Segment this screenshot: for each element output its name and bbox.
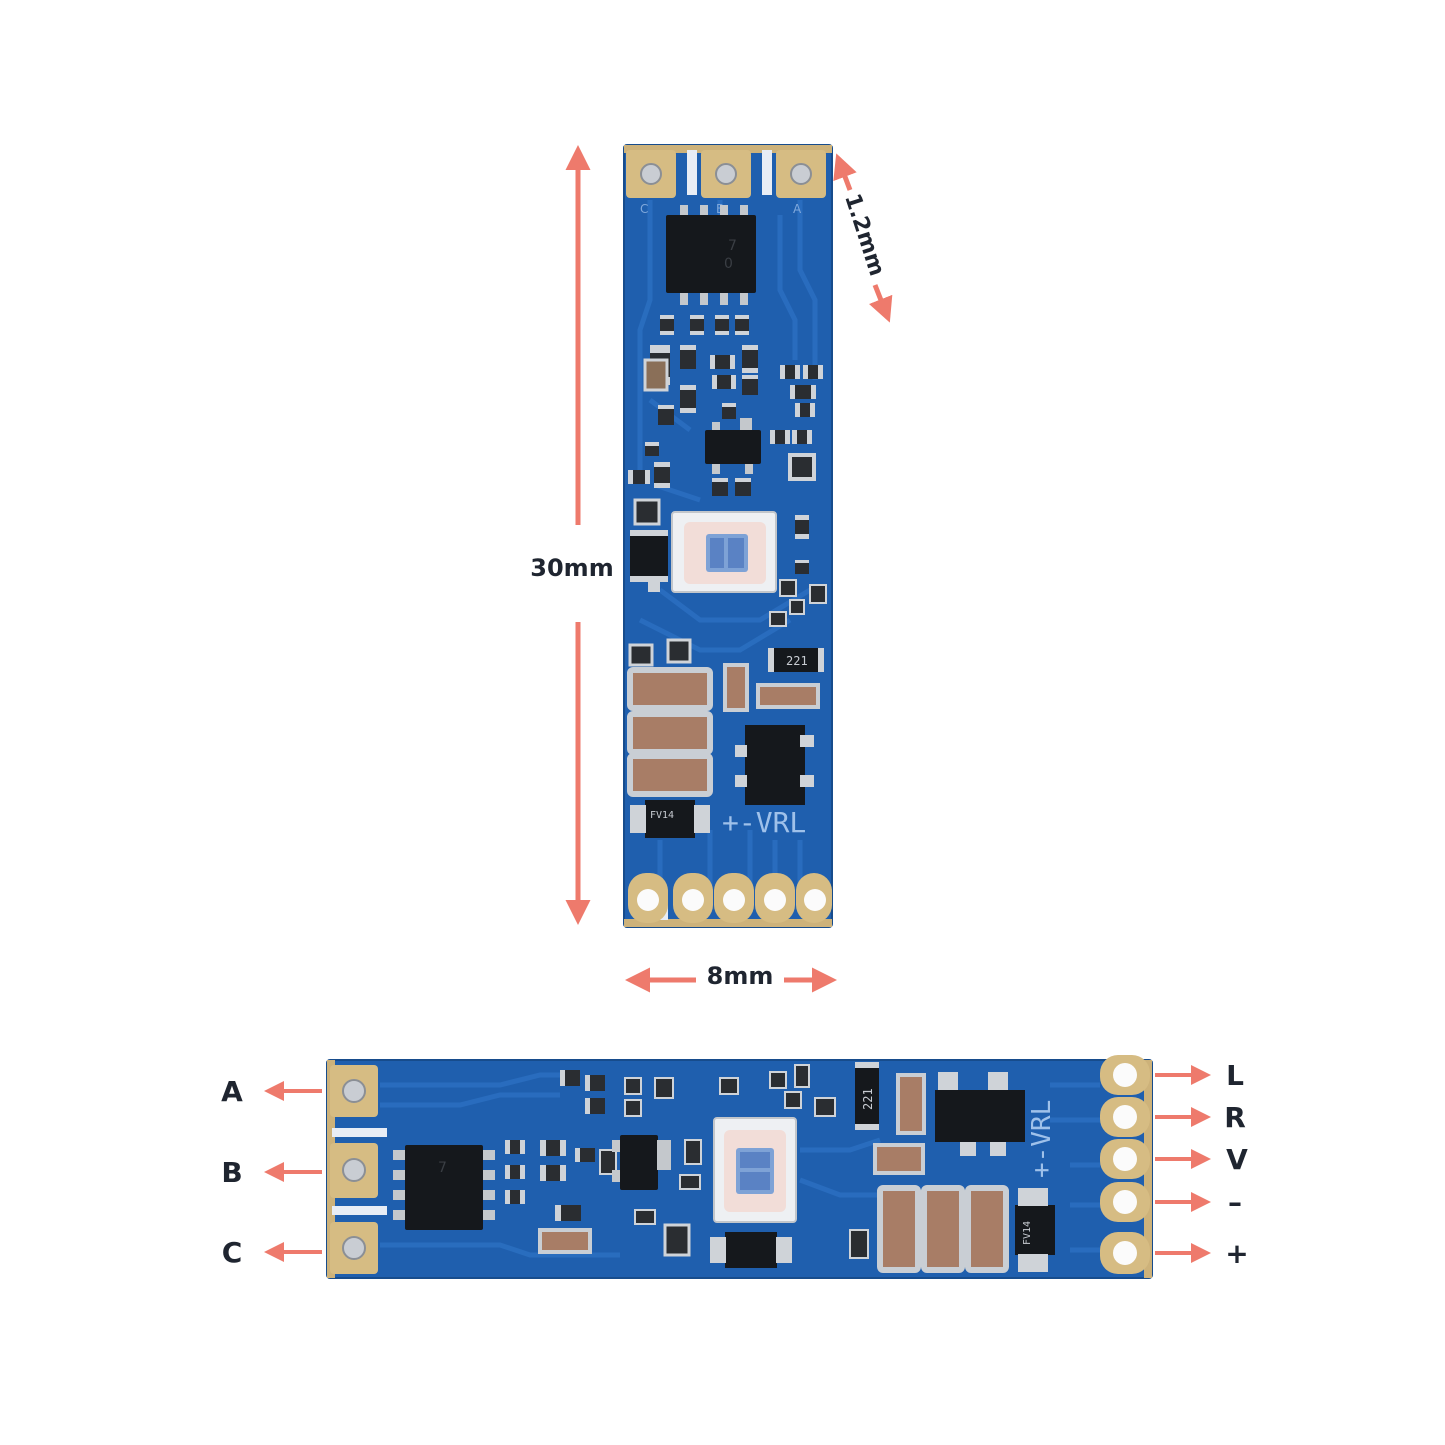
smd-components: 221 FV14 [627,315,827,838]
pin-label-r: R [1224,1101,1246,1134]
silk-power-pins-horizontal: +-VRL [1027,1100,1057,1178]
pin-label-l: L [1226,1059,1244,1092]
pin-label-plus: + [1225,1237,1248,1270]
inductor-marking-horizontal: 221 [861,1088,875,1110]
silk-pad-mark-c: C [640,202,648,216]
pcb-traces-horizontal [380,1072,1100,1258]
ic-marking-horizontal: 7 [438,1160,447,1176]
diode-marking-horizontal: FV14 [1022,1221,1033,1245]
dimension-length: 30mm [530,145,614,925]
horizontal-pcb: 7 [326,1055,1153,1279]
ic-marking-2: 0 [724,256,733,272]
pin-label-a: A [221,1075,243,1108]
silk-pad-mark-a: A [793,202,802,216]
top-pads [626,150,826,198]
length-label: 30mm [530,554,613,582]
right-pads [1100,1055,1150,1274]
right-pin-labels: L R V – + [1155,1059,1249,1270]
top-ic-chip: 7 0 [666,205,756,305]
left-pin-labels: A B C [221,1075,322,1269]
smd-components-horizontal: 7 [393,1062,1055,1273]
inductor-marking-vertical: 221 [786,654,808,668]
ic-marking-1: 7 [728,238,737,254]
left-pads [330,1065,378,1274]
bottom-pads [628,873,832,923]
dimension-width: 8mm [625,962,837,993]
pin-label-minus: – [1228,1186,1242,1219]
silk-power-pins-vertical: +-VRL [722,806,806,839]
diode-marking-vertical: FV14 [650,810,674,821]
width-label: 8mm [707,962,774,990]
dimension-pad-spacing: 1.2mm [833,153,893,323]
pin-label-c: C [222,1236,243,1269]
pin-label-v: V [1226,1143,1248,1176]
pin-label-b: B [221,1156,242,1189]
pad-spacing-label: 1.2mm [839,191,889,279]
vertical-pcb: C B A 7 0 [623,144,833,928]
